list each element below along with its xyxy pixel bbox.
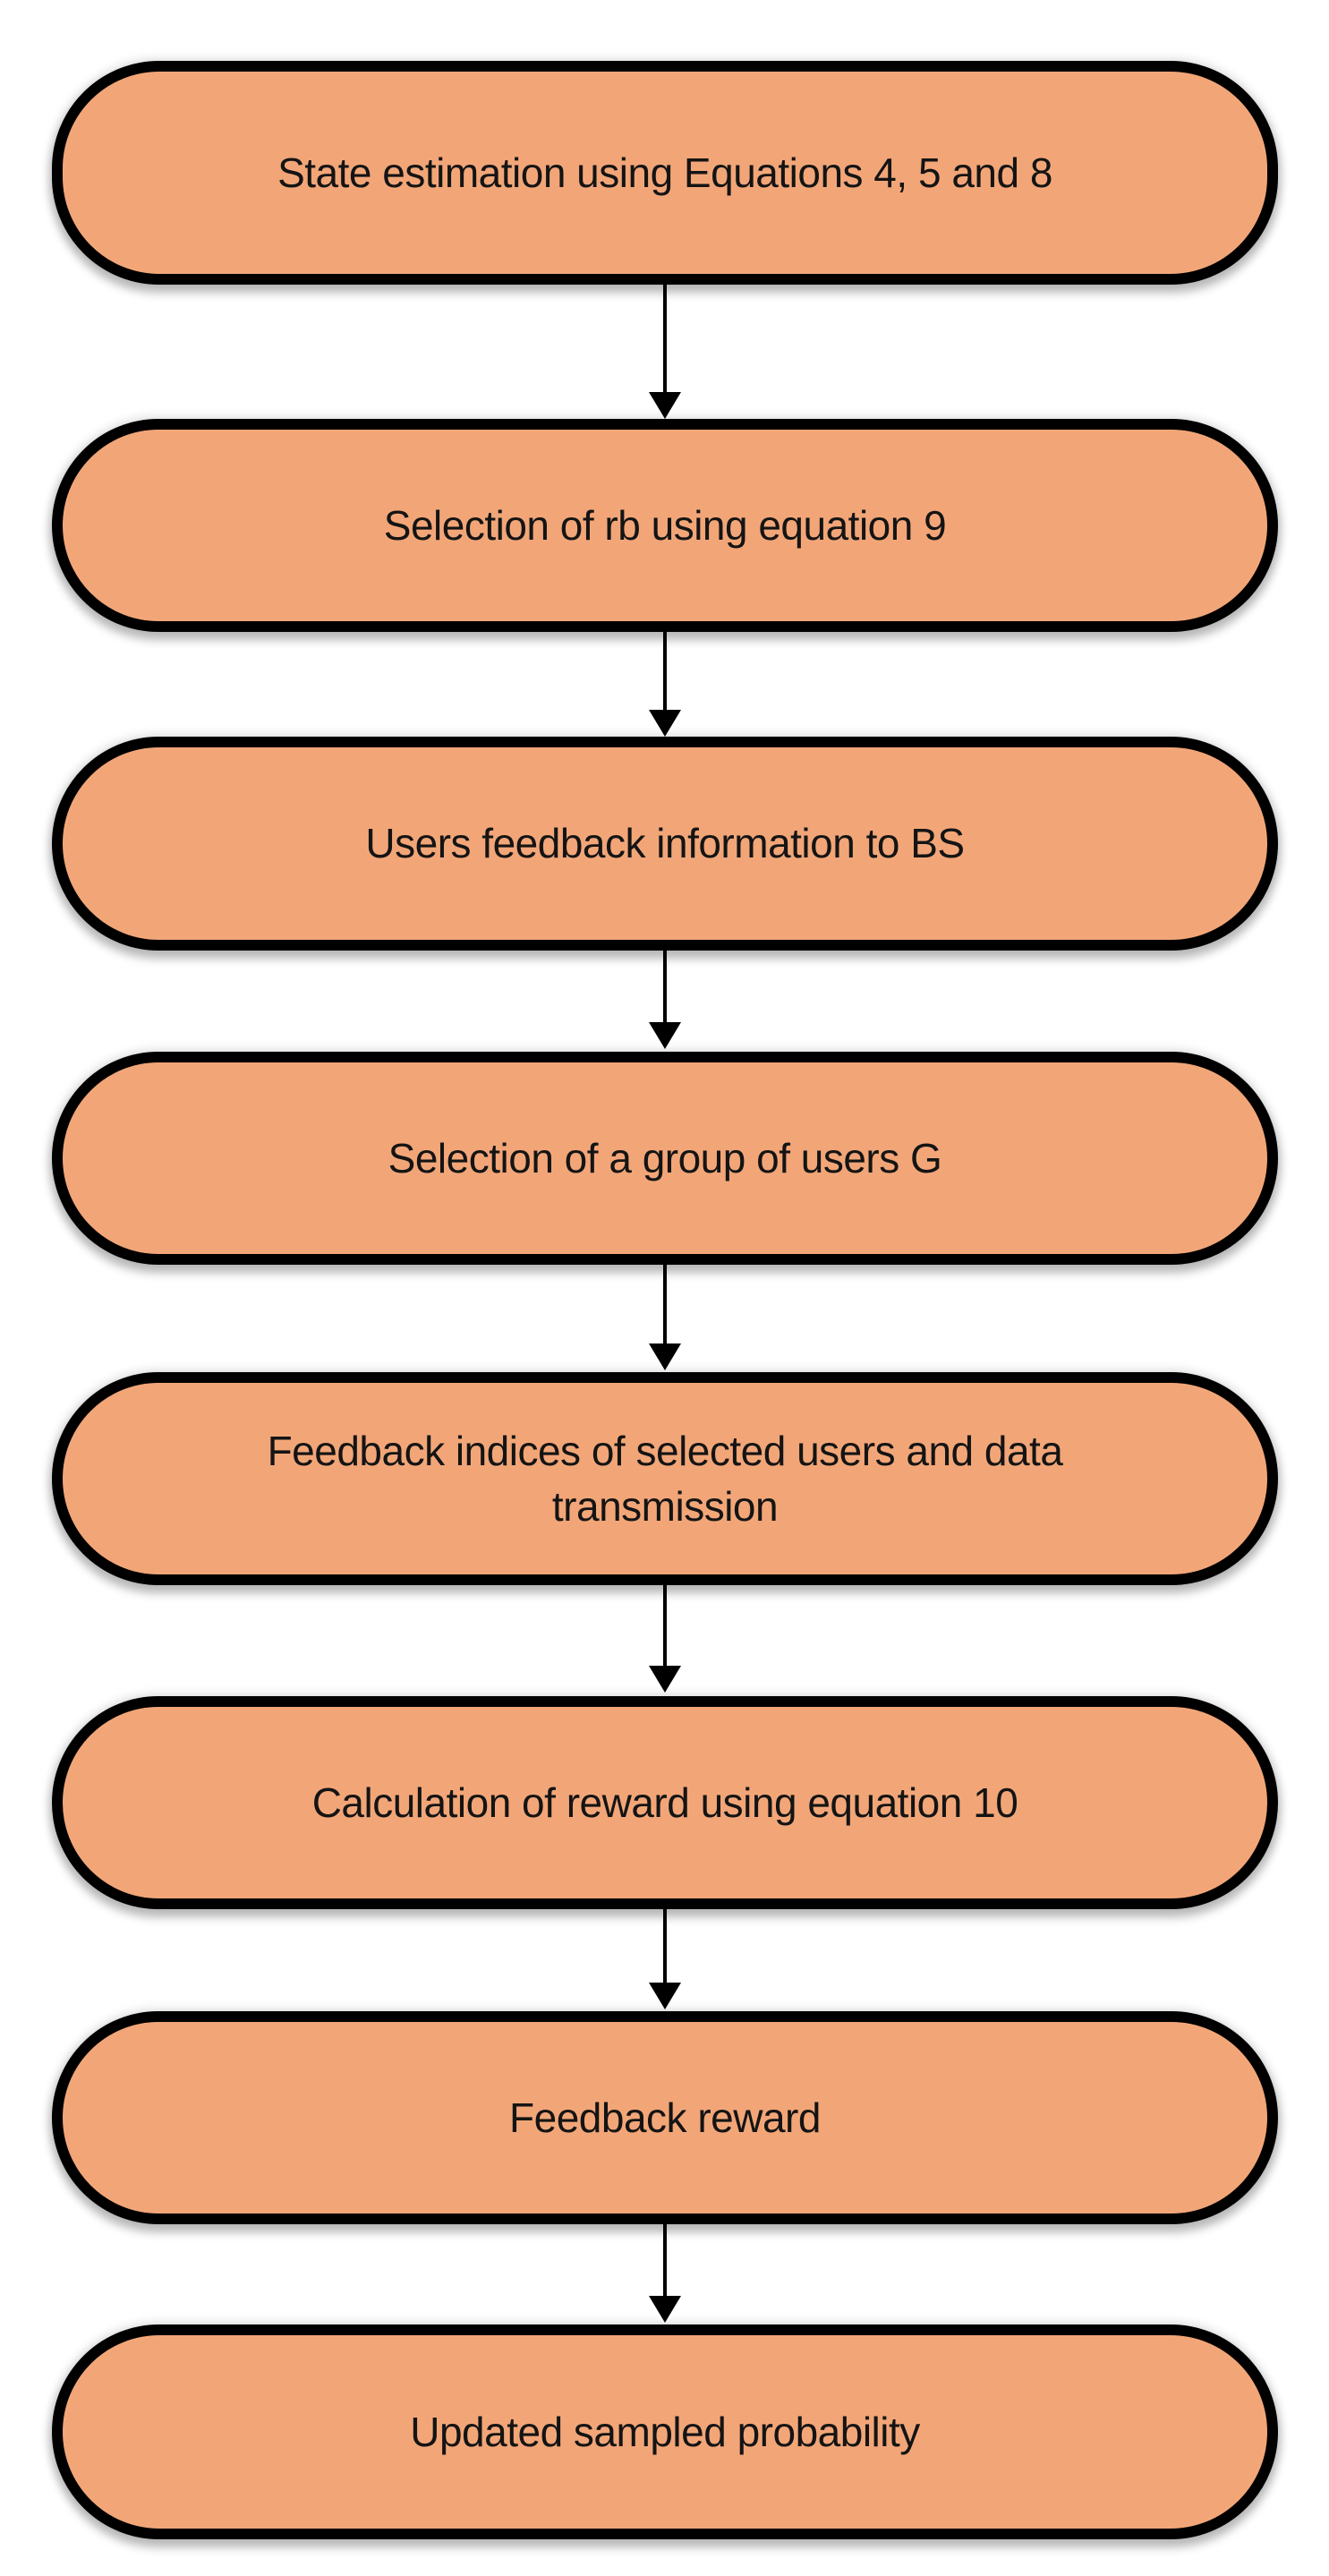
flow-node-rb-selection: Selection of rb using equation 9 bbox=[52, 419, 1278, 632]
flow-node-label: Selection of rb using equation 9 bbox=[383, 501, 947, 549]
arrowhead-icon bbox=[648, 710, 681, 737]
flow-node-label: Selection of a group of users G bbox=[388, 1134, 942, 1181]
arrowhead-icon bbox=[648, 1983, 681, 2009]
arrow-shaft bbox=[662, 951, 667, 1022]
arrowhead-icon bbox=[648, 1666, 681, 1693]
flow-node-group-selection: Selection of a group of users G bbox=[52, 1052, 1278, 1265]
flow-node-feedback-reward: Feedback reward bbox=[52, 2011, 1278, 2224]
flow-node-label: Users feedback information to BS bbox=[365, 820, 965, 867]
arrow-shaft bbox=[662, 1585, 667, 1666]
arrowhead-icon bbox=[648, 2296, 681, 2323]
arrow-shaft bbox=[662, 1265, 667, 1343]
down-arrow-connector-2 bbox=[648, 632, 681, 737]
down-arrow-connector-5 bbox=[648, 1585, 681, 1693]
flow-node-label: Feedback reward bbox=[509, 2094, 821, 2141]
arrow-shaft bbox=[662, 285, 667, 392]
arrow-shaft bbox=[662, 2224, 667, 2296]
flow-node-label: State estimation using Equations 4, 5 an… bbox=[277, 149, 1052, 196]
down-arrow-connector-6 bbox=[648, 1909, 681, 2009]
flow-node-feedback-indices: Feedback indices of selected users and d… bbox=[52, 1372, 1278, 1585]
arrowhead-icon bbox=[648, 1022, 681, 1049]
flow-node-label: Updated sampled probability bbox=[410, 2408, 920, 2455]
flow-node-reward-calculation: Calculation of reward using equation 10 bbox=[52, 1696, 1278, 1909]
arrowhead-icon bbox=[648, 392, 681, 419]
arrow-shaft bbox=[662, 632, 667, 710]
flow-node-users-feedback: Users feedback information to BS bbox=[52, 737, 1278, 951]
down-arrow-connector-3 bbox=[648, 951, 681, 1049]
down-arrow-connector-1 bbox=[648, 285, 681, 419]
flow-node-label: Calculation of reward using equation 10 bbox=[311, 1778, 1018, 1826]
arrowhead-icon bbox=[648, 1343, 681, 1370]
flow-node-label: Feedback indices of selected users and d… bbox=[267, 1427, 1063, 1530]
flow-node-state-estimation: State estimation using Equations 4, 5 an… bbox=[52, 61, 1278, 285]
down-arrow-connector-7 bbox=[648, 2224, 681, 2323]
flow-node-updated-probability: Updated sampled probability bbox=[52, 2324, 1278, 2539]
arrow-shaft bbox=[662, 1909, 667, 1983]
down-arrow-connector-4 bbox=[648, 1265, 681, 1370]
